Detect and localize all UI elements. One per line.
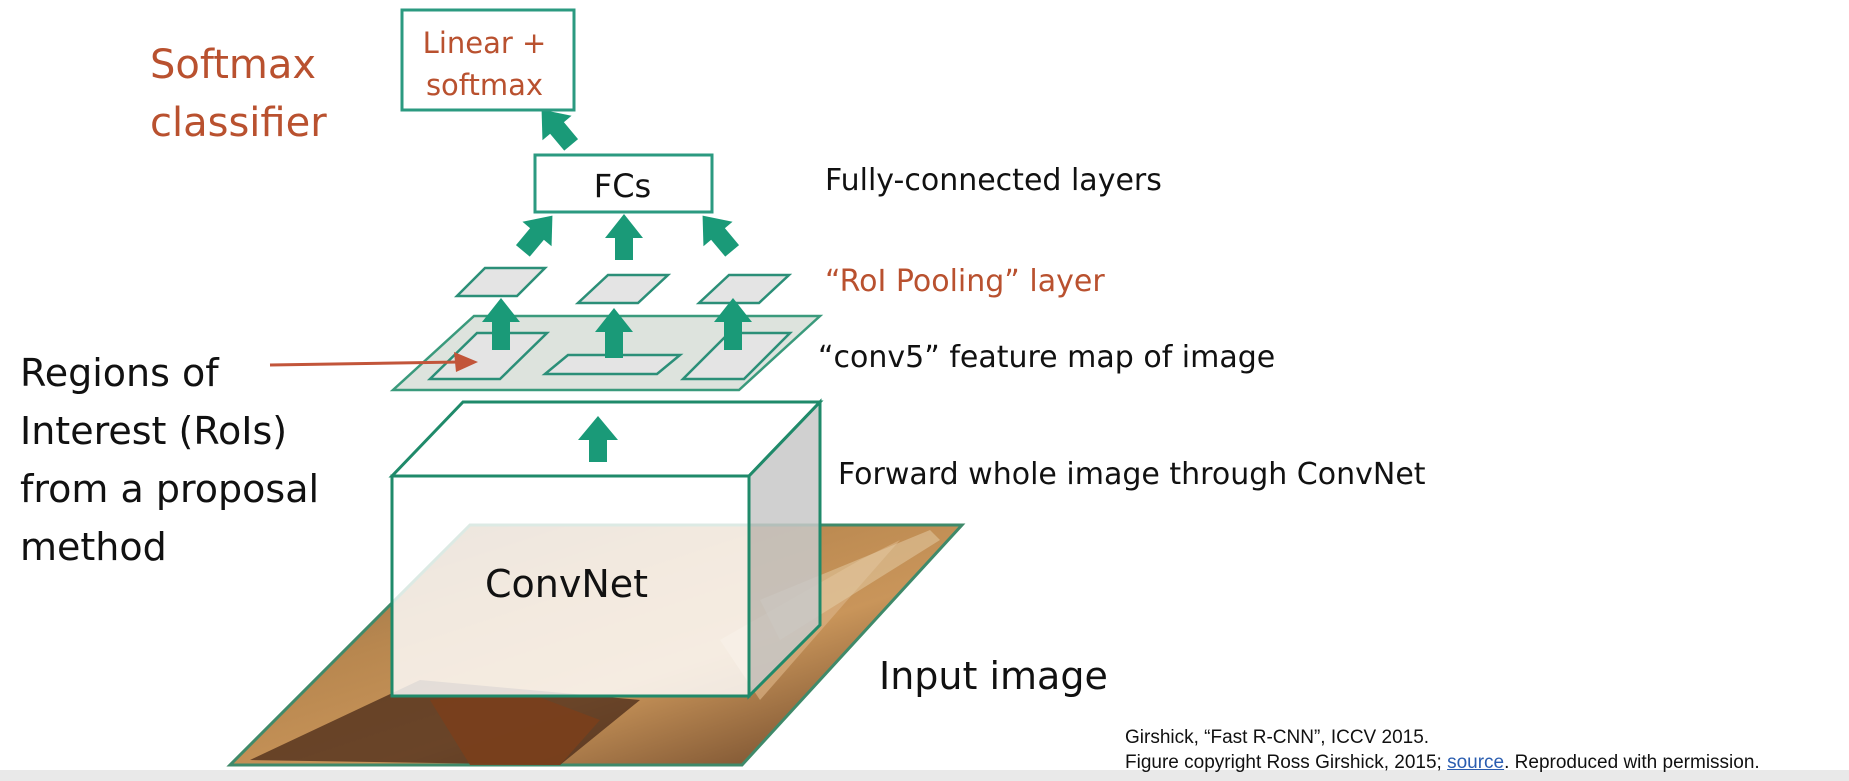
regions-of-interest-label: Regions of Interest (RoIs) from a propos…	[20, 351, 320, 569]
arrow-to-softmax	[541, 109, 579, 151]
up-arrow-convnet	[578, 416, 618, 462]
softmax-classifier-label: Softmax classifier	[150, 42, 327, 146]
citation-source-link[interactable]: source	[1447, 752, 1505, 773]
citation-line-1: Girshick, “Fast R-CNN”, ICCV 2015.	[1125, 727, 1430, 748]
roi-pooled-features	[453, 266, 793, 305]
linear-softmax-label: Linear + softmax	[422, 26, 547, 102]
convnet-box	[388, 398, 824, 700]
citation-line-2: Figure copyright Ross Girshick, 2015; so…	[1125, 752, 1760, 774]
roi-box-right	[679, 331, 794, 381]
arrow-to-fc-right	[702, 215, 740, 257]
fcs-label: FCs	[593, 167, 652, 205]
citation-suffix: . Reproduced with permission.	[1504, 752, 1760, 773]
citation-prefix: Figure copyright Ross Girshick, 2015;	[1125, 752, 1442, 773]
pooled-feature-left	[453, 266, 549, 298]
fully-connected-layers-label: Fully-connected layers	[825, 163, 1162, 198]
arrow-to-fc-left	[515, 215, 553, 257]
regions-arrow	[269, 352, 478, 372]
input-image-label: Input image	[879, 654, 1108, 698]
roi-pooling-layer-label: “RoI Pooling” layer	[825, 264, 1105, 299]
convnet-label: ConvNet	[485, 562, 649, 606]
conv5-feature-map-label: “conv5” feature map of image	[818, 340, 1276, 375]
forward-whole-image-label: Forward whole image through ConvNet	[838, 457, 1426, 492]
up-arrow-roi-right	[714, 298, 752, 350]
pooled-feature-right	[695, 273, 793, 305]
flow-arrows	[482, 109, 752, 462]
fcs-box	[533, 153, 714, 214]
arrow-to-fc-middle	[605, 214, 643, 260]
up-arrow-roi-left	[482, 298, 520, 350]
bottom-shadow	[0, 770, 1849, 781]
linear-softmax-box	[400, 8, 576, 112]
up-arrow-roi-middle	[595, 308, 633, 358]
roi-box-middle	[541, 353, 684, 376]
pooled-feature-middle	[574, 273, 672, 305]
